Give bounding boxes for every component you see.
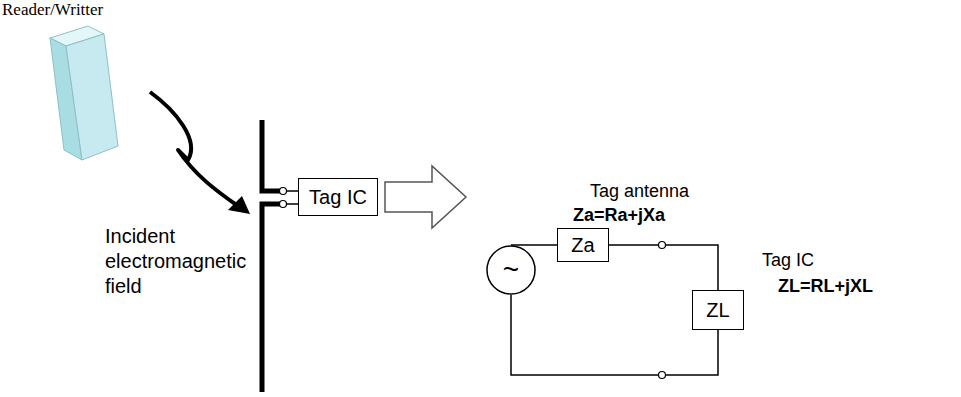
reader-side xyxy=(66,34,118,160)
node-text: ZL xyxy=(706,299,729,322)
arrow-head xyxy=(228,196,250,214)
voltage-source: ~ xyxy=(486,245,536,295)
antenna-arm xyxy=(262,204,280,392)
hollow-arrow xyxy=(385,166,466,228)
antenna-label: Tag antenna xyxy=(590,181,689,202)
terminal xyxy=(280,201,287,208)
impedance-formula: ZL=RL+jXL xyxy=(778,276,873,297)
circuit-wire xyxy=(511,244,557,246)
node-text: ~ xyxy=(503,254,519,286)
circuit-wire xyxy=(609,245,718,290)
ic-box: Tag IC xyxy=(298,178,378,216)
field-label: Incident electromagnetic field xyxy=(105,224,265,299)
impedance-formula: Za=Ra+jXa xyxy=(573,205,665,226)
lead-wire xyxy=(286,203,298,205)
antenna-arm xyxy=(262,120,280,191)
ic-label: Tag IC xyxy=(762,250,814,271)
circle-outline xyxy=(487,246,535,294)
device-label: Reader/Writter xyxy=(2,0,103,20)
circuit-wire xyxy=(511,295,718,375)
terminal xyxy=(280,188,287,195)
node-text: Za xyxy=(571,234,594,257)
impedance-box: ZL xyxy=(692,290,744,330)
wave-arrow xyxy=(150,92,238,206)
terminal xyxy=(659,372,666,379)
node-text: Tag IC xyxy=(309,186,367,209)
circuit-wire xyxy=(511,245,557,246)
circuit-wire xyxy=(609,245,718,290)
terminal xyxy=(659,242,666,249)
circuit-wire xyxy=(511,295,718,375)
impedance-box: Za xyxy=(557,228,609,262)
lead-wire xyxy=(286,190,298,192)
